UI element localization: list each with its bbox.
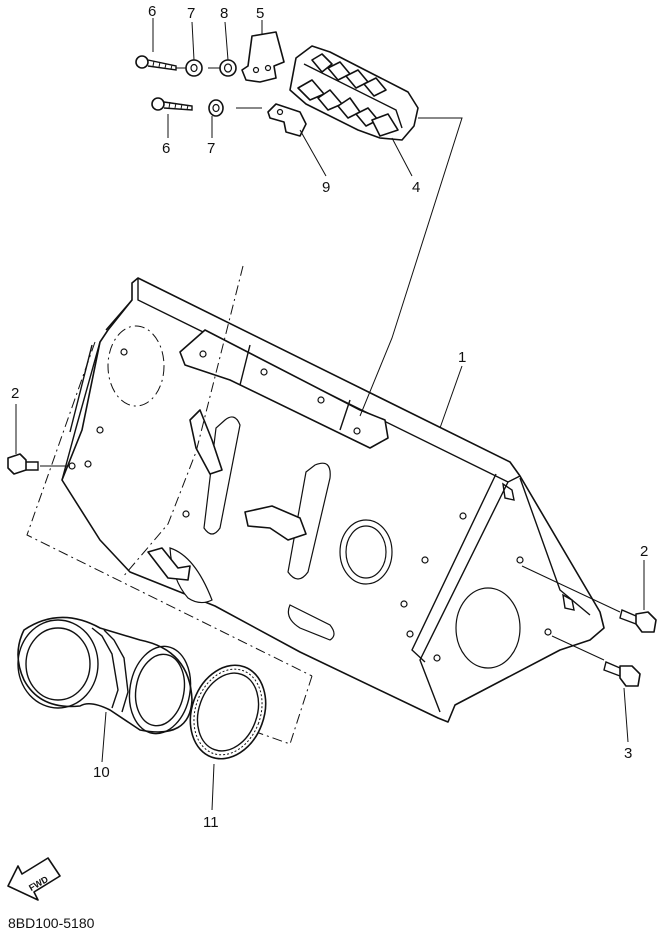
- callout-2-right: 2: [640, 543, 648, 560]
- leader-lines: [15, 18, 645, 811]
- callout-2-left: 2: [11, 385, 19, 402]
- part-6-screw-bottom: [151, 97, 193, 111]
- drawing-code: 8BD100-5180: [8, 915, 95, 931]
- callout-6-bottom: 6: [162, 140, 170, 157]
- assembly-lines: [26, 67, 621, 745]
- callout-7-bottom: 7: [207, 140, 215, 157]
- part-8-grommet: [219, 59, 237, 77]
- part-7-nut-top: [185, 59, 203, 77]
- callout-10: 10: [93, 764, 110, 781]
- callout-6-top: 6: [148, 3, 156, 20]
- part-1-main-bracket: [61, 277, 605, 723]
- part-2-bolt-left: [7, 453, 39, 475]
- part-9-clamp: [267, 103, 307, 137]
- callout-11: 11: [203, 814, 219, 831]
- callout-labels: 6 7 8 5 6 7 9 4 1 2 2 3 10 11: [11, 3, 648, 831]
- part-7-nut-bottom: [208, 99, 224, 117]
- callout-5: 5: [256, 5, 264, 22]
- part-2-bolt-right: [619, 609, 657, 633]
- part-4-relay-block: [289, 45, 419, 141]
- part-6-screw-top: [135, 55, 177, 71]
- part-10-intake-boot: [17, 616, 193, 735]
- callout-8: 8: [220, 5, 228, 22]
- callout-7-top: 7: [187, 5, 195, 22]
- part-11-gasket: [189, 664, 267, 760]
- callout-9: 9: [322, 179, 330, 196]
- fwd-arrow-icon: FWD: [7, 857, 61, 901]
- part-5-plate: [241, 31, 285, 83]
- part-3-bolt: [603, 661, 641, 687]
- callout-1: 1: [458, 349, 466, 366]
- callout-4: 4: [412, 179, 420, 196]
- callout-3: 3: [624, 745, 632, 762]
